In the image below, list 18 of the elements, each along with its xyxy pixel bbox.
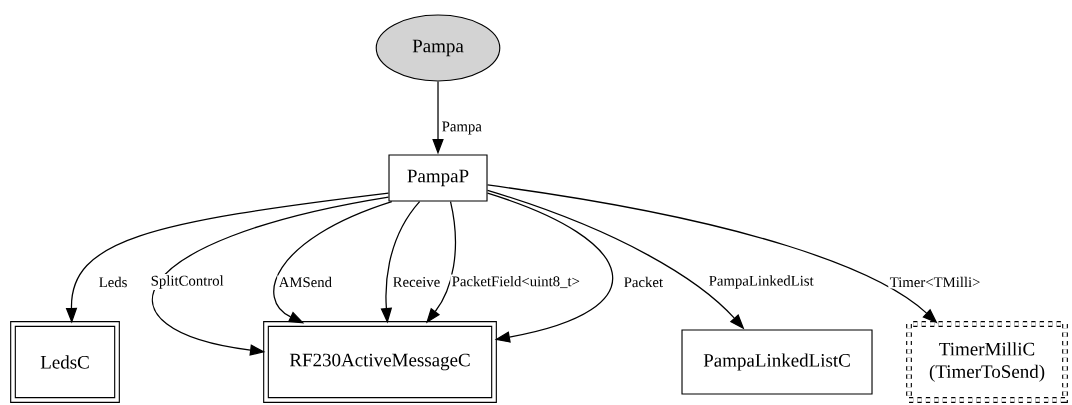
edge-label: PampaLinkedList: [707, 273, 816, 291]
configuration-box: LedsC: [10, 321, 120, 403]
component-box: PampaP: [388, 154, 488, 202]
edge-label: Receive: [391, 275, 442, 289]
ellipse-node: Pampa: [375, 14, 501, 82]
edge-label: SplitControl: [149, 273, 226, 291]
edge-label: Leds: [97, 275, 129, 289]
edge-label: Pampa: [440, 120, 484, 136]
edge-label: PacketField<uint8_t>: [450, 274, 582, 290]
configuration-box: RF230ActiveMessageC: [263, 321, 497, 403]
edge-label: Timer<TMilli>: [888, 275, 982, 289]
arrow: [273, 200, 393, 324]
arrow: [151, 196, 390, 356]
generic-component-box: TimerMilliC (TimerToSend): [906, 321, 1068, 403]
component-box: PampaLinkedListC: [681, 329, 873, 395]
arrow: [486, 192, 613, 343]
edge-label: AMSend: [277, 275, 334, 289]
edge-label: Packet: [622, 275, 665, 289]
